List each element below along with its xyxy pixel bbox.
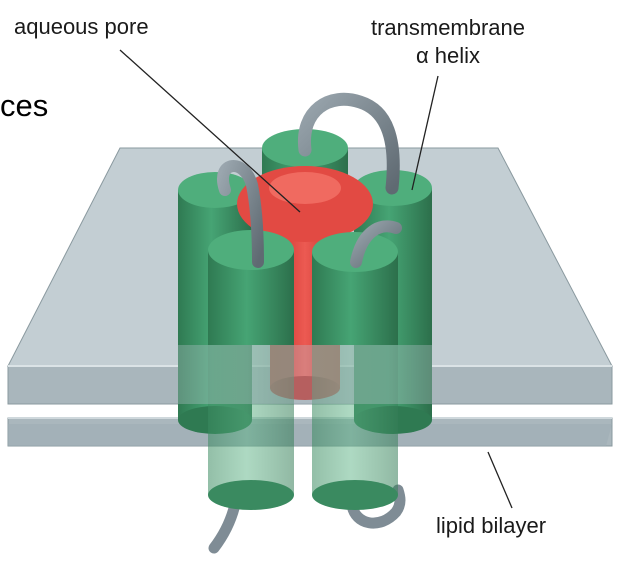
label-transmembrane-helix: transmembrane α helix <box>342 14 554 70</box>
bottom-loop-right <box>346 484 406 529</box>
leader-line-lipid-bilayer <box>487 451 513 509</box>
top-loop-left <box>217 160 264 268</box>
lower-membrane-slab <box>7 417 613 447</box>
leader-line-transmembrane-helix <box>411 75 439 191</box>
label-transmembrane-line1: transmembrane <box>370 15 526 40</box>
top-loop-back <box>297 92 400 195</box>
label-lipid-bilayer: lipid bilayer <box>436 513 547 538</box>
helix-front-left <box>208 230 294 510</box>
label-partial-text: ces <box>0 88 49 123</box>
label-transmembrane-line2: α helix <box>415 43 481 68</box>
label-aqueous-pore: aqueous pore <box>14 14 149 39</box>
leader-line-aqueous-pore <box>119 49 301 213</box>
membrane-overlay <box>178 345 432 404</box>
top-loop-right <box>350 220 402 268</box>
